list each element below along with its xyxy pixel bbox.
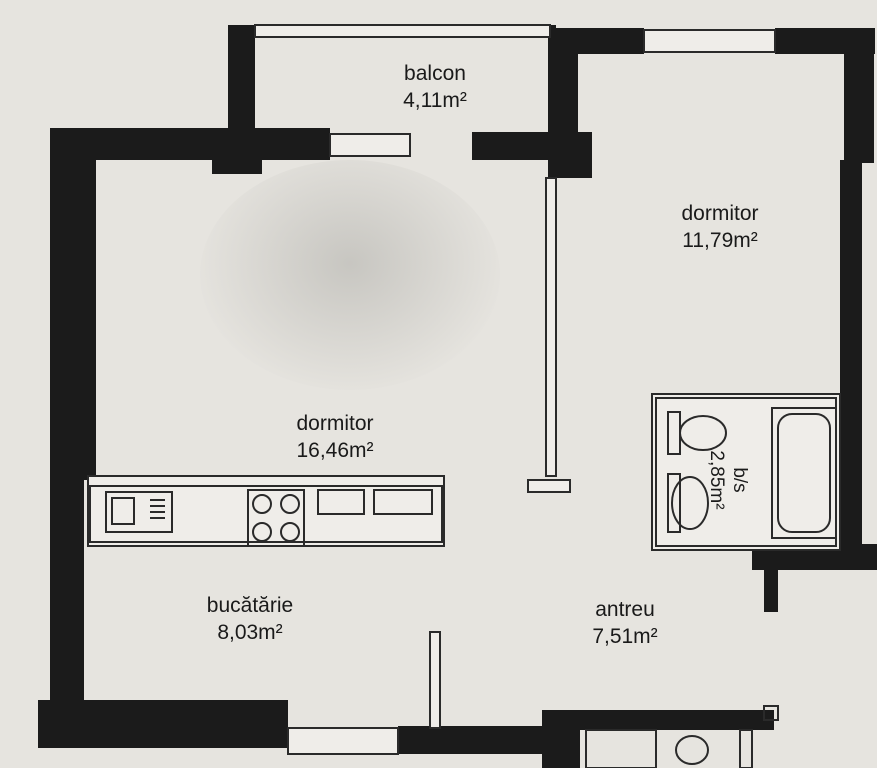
kitchen-counter [87,475,445,547]
paper-stain [200,160,500,390]
room-area: 16,46m² [296,439,374,462]
room-label-baie: b/s 2,85m² [705,435,751,525]
dorm-window [643,29,776,53]
partition-wall [545,177,557,477]
walls [38,25,877,768]
balcony-window [254,24,551,38]
room-area: 7,51m² [592,625,658,648]
cabinet-1 [317,489,365,515]
partition-foot [527,479,571,493]
left-wall-inner [84,150,96,480]
column-top [212,128,262,174]
left-wall [50,128,84,748]
counter-inner [89,485,443,543]
cabinet-2 [373,489,433,515]
sink-bath-back [667,473,681,533]
dorm-right-wall-lower [840,160,862,560]
openings [254,24,776,755]
room-name: antreu [595,598,655,621]
bottom-right-wall [542,710,774,730]
column-right [548,132,592,178]
room-label-antreu: antreu 7,51m² [555,596,695,650]
room-name: dormitor [296,412,374,435]
bottom-fixtures [585,705,779,768]
room-label-dormitor-main: dormitor 16,46m² [255,410,415,464]
sink [105,491,173,533]
sink-bath-bowl [671,476,709,530]
room-area: 11,79m² [682,229,758,252]
dorm-top-wall-left [548,28,644,54]
bottom-column [205,706,250,726]
kitchen-door-stub [429,631,441,729]
dorm-right-wall [844,28,874,163]
toilet-bowl [679,415,727,451]
room-label-dormitor-right: dormitor 11,79m² [640,200,800,254]
room-name: b/s [729,467,750,493]
room-name: bucătărie [206,594,294,617]
balcony-door [329,133,411,157]
bathtub [771,407,837,539]
room-name: balcon [404,62,466,85]
bath-bottom-stub [764,560,778,612]
bathroom-fixtures [651,393,841,551]
room-area: 8,03m² [217,621,283,644]
stove [247,489,305,547]
bottom-right-post [542,710,580,768]
room-label-balcon: balcon 4,11m² [380,60,490,114]
room-area: 4,11m² [403,89,467,112]
bottom-wall-right [398,726,548,754]
bathroom-outline [651,393,841,551]
bottom-window [287,727,399,755]
room-area: 2,85m² [706,450,727,510]
top-wall-left [50,128,330,160]
room-name: dormitor [681,202,759,225]
room-label-bucatarie: bucătărie 8,03m² [175,592,325,646]
sink-basin [111,497,135,525]
bottom-wall-left [38,700,288,748]
